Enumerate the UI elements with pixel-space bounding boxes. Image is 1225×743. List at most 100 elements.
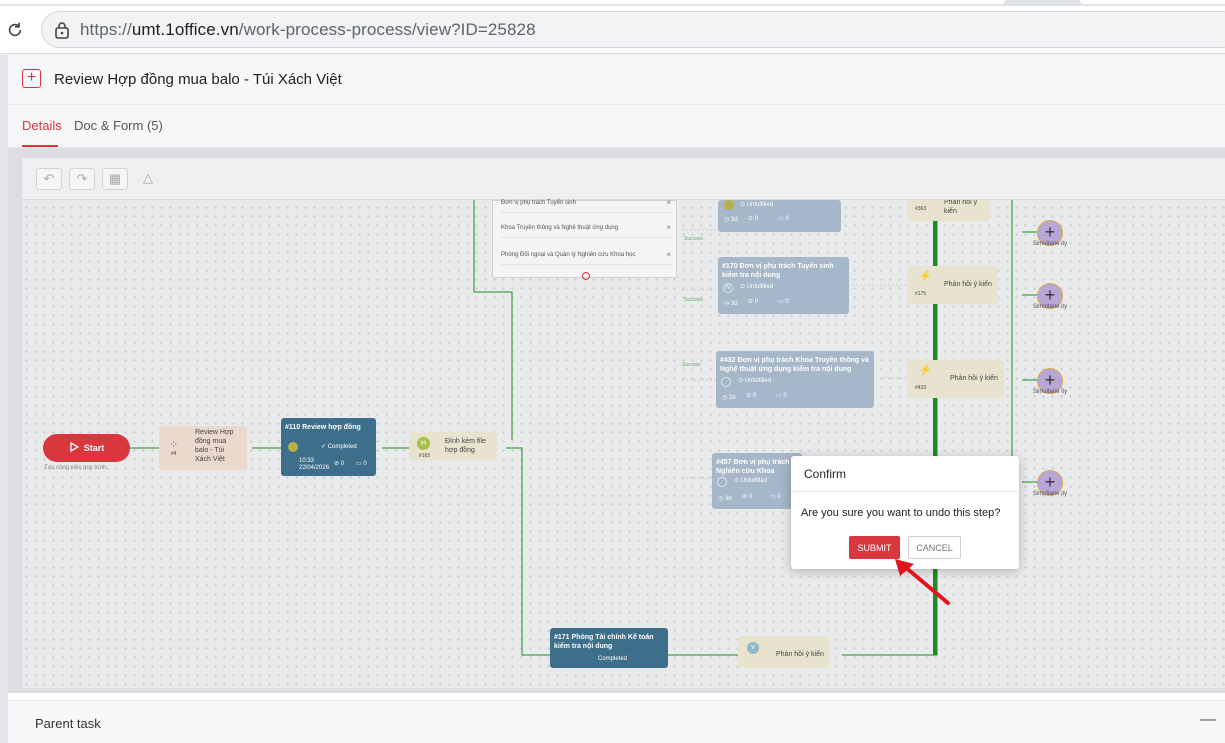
success-label: Success (682, 362, 701, 368)
tab-doc-form[interactable]: Doc & Form (5) (74, 118, 163, 133)
dialog-message: Are you sure you want to undo this step? (801, 507, 1001, 519)
comment-count: ▭ 0 (356, 461, 367, 467)
status-avatar (717, 477, 727, 487)
node-date: 22/04/2026 (299, 465, 330, 471)
browser-tab[interactable] (0, 0, 1005, 4)
page-title: Review Hợp đồng mua balo - Túi Xách Việt (54, 71, 342, 88)
comment-count: ▭ 0 (770, 494, 781, 500)
simultaneity-label: Simultane ity (1032, 491, 1068, 497)
node-feedback[interactable]: V Phản hồi ý kiến (738, 636, 830, 668)
node-171[interactable]: #171 Phòng Tài chính Kế toán kiểm tra nộ… (550, 628, 668, 668)
node-feedback[interactable]: ⚡ Phản hồi ý kiến #433 (907, 360, 1004, 398)
node-review-contract[interactable]: #110 Review hợp đồng ✓ Completed 10:33 2… (281, 418, 376, 476)
collapse-icon[interactable]: — (1200, 711, 1216, 728)
add-icon[interactable]: + (22, 69, 41, 88)
node-title: #457 Đơn vị phụ trách Nghiên cứu Khoa (716, 459, 790, 475)
simultaneity-node[interactable]: + (1037, 368, 1063, 394)
status-avatar (721, 377, 731, 387)
attachment-count: ⊘ 0 (334, 461, 345, 467)
start-hint: Tạo công việc quy trình (44, 465, 107, 471)
lightning-icon: ⚡ (919, 271, 932, 282)
parent-task-title: Parent task (35, 716, 101, 731)
node-badge: H (417, 437, 430, 450)
annotation-arrow-icon (895, 559, 950, 605)
undo-icon[interactable]: ↶ (36, 168, 62, 190)
node-title: #432 Đơn vị phụ trách Khoa Truyền thông … (720, 357, 869, 373)
node-title: #110 Review hợp đồng (285, 424, 361, 431)
start-node[interactable]: Start (43, 434, 130, 462)
url-text: https://umt.1office.vn/work-process-proc… (80, 20, 536, 39)
comment-count: ▭ 0 (778, 299, 789, 305)
node-title: #170 Đơn vị phụ trách Tuyển sinh kiểm tr… (722, 263, 834, 279)
node-id: #175 (915, 291, 927, 297)
node-review-contract-small[interactable]: Review Hợp đồng mua balo - Túi Xách Việt… (159, 426, 247, 470)
dialog-title: Confirm (804, 467, 847, 481)
assignee-form: Đơn vị phụ trách Tuyển sinh× Khoa Truyền… (492, 198, 677, 280)
attachment-count: ⊘ 0 (746, 393, 757, 399)
browser-address-bar: https://umt.1office.vn/work-process-proc… (0, 6, 1225, 54)
remove-icon[interactable]: × (666, 198, 671, 207)
simultaneity-node[interactable]: + (1037, 220, 1063, 246)
node-feedback[interactable]: Phản hồi ý kiến #363 (907, 200, 990, 221)
workflow-area: ↶ ↷ ▦ △ (8, 148, 1225, 693)
duration: ◷ 3d (724, 217, 738, 223)
confirm-dialog: Confirm Are you sure you want to undo th… (791, 456, 1019, 569)
dialog-header: Confirm (791, 456, 1019, 492)
cancel-button[interactable]: CANCEL (908, 536, 961, 559)
node-title: Phản hồi ý kiến (944, 200, 978, 215)
attachment-count: ⊘ 0 (748, 216, 759, 222)
remove-icon[interactable]: × (666, 223, 671, 232)
status-text: ⊙ Unfulfilled (740, 202, 774, 208)
node-feedback[interactable]: ⚡ Phản hồi ý kiến #175 (907, 266, 998, 304)
simultaneity-node[interactable]: + (1037, 283, 1063, 309)
browser-tab[interactable] (1080, 0, 1225, 4)
node-id: #4 (171, 451, 177, 457)
redo-icon[interactable]: ↷ (69, 168, 95, 190)
workflow-diagram: Start Tạo công việc quy trình Review Hợp… (22, 198, 1225, 688)
browser-tabstrip (0, 0, 1225, 6)
warning-icon[interactable]: △ (143, 170, 153, 185)
lightning-icon: ⚡ (919, 365, 932, 376)
status-text: ⊙ Unfulfilled (738, 378, 772, 384)
url-field[interactable]: https://umt.1office.vn/work-process-proc… (41, 11, 1225, 48)
node-id: #363 (915, 206, 927, 212)
workflow-icon: ⁘ (169, 439, 179, 451)
duration: ◷ 2d (722, 395, 736, 401)
workflow-canvas[interactable]: ↶ ↷ ▦ △ (22, 158, 1225, 688)
start-label: Start (83, 443, 105, 453)
connector-handle[interactable] (582, 272, 590, 280)
node-attach-contract[interactable]: H Đính kèm file hợp đồng #165 (409, 432, 497, 460)
simultaneity-label: Simultane ity (1032, 389, 1068, 395)
sidebar-edge (0, 55, 8, 743)
reload-icon[interactable] (6, 21, 24, 39)
layout-icon[interactable]: ▦ (102, 168, 128, 190)
simultaneity-label: Simultane ity (1032, 304, 1068, 310)
attachment-count: ⊘ 0 (742, 494, 753, 500)
node-432[interactable]: #432 Đơn vị phụ trách Khoa Truyền thông … (716, 351, 874, 408)
simultaneity-node[interactable]: + (1037, 470, 1063, 496)
form-row: Phòng Đối ngoại và Quản lý Nghiên cứu Kh… (501, 245, 671, 265)
node-457[interactable]: #457 Đơn vị phụ trách Nghiên cứu Khoa ⊙ … (712, 453, 802, 509)
node-id: #165 (419, 453, 431, 459)
submit-button[interactable]: SUBMIT (849, 536, 900, 559)
form-row: Khoa Truyền thông và Nghệ thuật ứng dụng… (501, 218, 671, 238)
simultaneity-label: Simultane ity (1032, 241, 1068, 247)
node-170[interactable]: #170 Đơn vị phụ trách Tuyển sinh kiểm tr… (718, 257, 849, 314)
status-avatar (724, 200, 734, 210)
status-text: ⊙ Unfulfilled (734, 478, 768, 484)
tabs-bar: Details Doc & Form (5) (8, 105, 1225, 148)
form-row: Đơn vị phụ trách Tuyển sinh× (501, 193, 671, 213)
duration: ◷ 3d (724, 301, 738, 307)
site-info-icon[interactable] (54, 21, 70, 39)
app-page: + Review Hợp đồng mua balo - Túi Xách Vi… (8, 55, 1225, 743)
active-tab-indicator (22, 145, 58, 147)
duration: ◷ 3d (718, 496, 732, 502)
success-label: Success (684, 236, 703, 242)
tab-details[interactable]: Details (22, 118, 62, 133)
task-header: + Review Hợp đồng mua balo - Túi Xách Vi… (8, 55, 1225, 105)
node-id: #433 (915, 385, 927, 391)
node-title: Đính kèm file hợp đồng (445, 438, 486, 454)
node-title: Phản hồi ý kiến (776, 651, 824, 658)
remove-icon[interactable]: × (666, 250, 671, 259)
node-unit-top[interactable]: ⊙ Unfulfilled ◷ 3d ⊘ 0 ▭ 0 (718, 200, 841, 232)
